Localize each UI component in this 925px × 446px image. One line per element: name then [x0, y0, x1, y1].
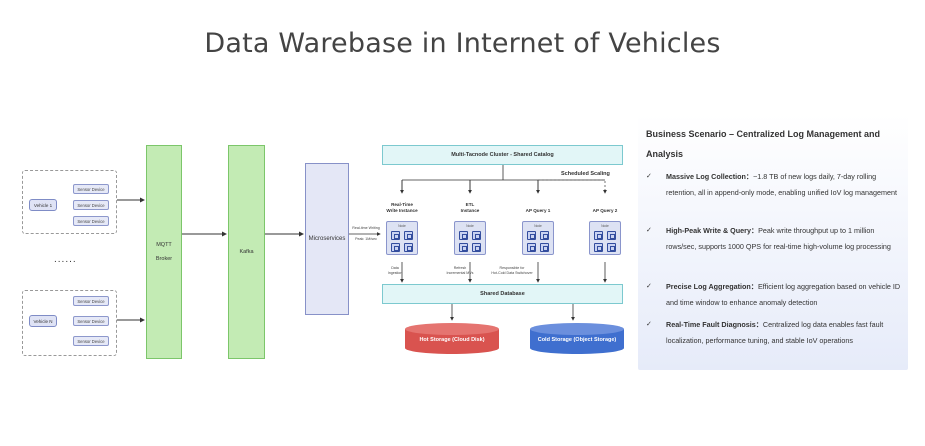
checkmark-icon: ✓	[646, 283, 652, 290]
ingest-note: Real-time Writing	[346, 226, 386, 231]
chip-icon	[527, 231, 536, 240]
ingest-line-2: Peak: 1M/sec	[355, 237, 377, 241]
chip-icon	[540, 243, 549, 252]
chip-icon	[459, 231, 468, 240]
ingest-line-1: Real-time Writing	[352, 226, 380, 230]
compute-node-etl: Node	[454, 221, 486, 255]
chip-icon	[404, 243, 413, 252]
compute-node-rt: Node	[386, 221, 418, 255]
microservices-label: Microservices	[308, 236, 346, 242]
cold-storage-label: Cold Storage (Object Storage)	[537, 337, 617, 343]
cluster-label: Multi-Tacnode Cluster - Shared Catalog	[451, 152, 554, 158]
kafka: Kafka	[228, 145, 265, 359]
scenario-item: ✓ High-Peak Write & Query：Peak write thr…	[646, 223, 904, 255]
chip-icon	[391, 243, 400, 252]
checkmark-icon: ✓	[646, 227, 652, 234]
business-scenario-panel: Business Scenario – Centralized Log Mana…	[638, 114, 908, 370]
sensor-device: Sensor Device	[73, 336, 109, 346]
compute-node-ap1: Node	[522, 221, 554, 255]
chip-icon	[594, 243, 603, 252]
ingest-peak-note: Peak: 1M/sec	[346, 237, 386, 242]
sensor-device: Sensor Device	[73, 216, 109, 226]
page-title: Data Warebase in Internet of Vehicles	[204, 28, 721, 59]
chip-icon	[391, 231, 400, 240]
chip-icon	[472, 243, 481, 252]
shared-database: Shared Database	[382, 284, 623, 304]
shared-db-label: Shared Database	[480, 291, 525, 297]
cold-storage-cylinder	[530, 323, 624, 354]
broker-label: Broker	[155, 256, 173, 262]
chip-icon	[527, 243, 536, 252]
chip-icon	[459, 243, 468, 252]
checkmark-icon: ✓	[646, 173, 652, 180]
chip-icon	[472, 231, 481, 240]
ellipsis: ......	[54, 254, 77, 265]
scheduled-scaling-label: Scheduled Scaling	[561, 171, 610, 177]
scenario-item: ✓ Real-Time Fault Diagnosis：Centralized …	[646, 317, 904, 349]
checkmark-icon: ✓	[646, 321, 652, 328]
sensor-device: Sensor Device	[73, 296, 109, 306]
vehicle-1: Vehicle 1	[29, 199, 57, 211]
sensor-device: Sensor Device	[73, 316, 109, 326]
sensor-device: Sensor Device	[73, 200, 109, 210]
microservices: Microservices	[305, 163, 349, 315]
kafka-label: Kafka	[239, 249, 254, 255]
scenario-item: ✓ Massive Log Collection：~1.8 TB of new …	[646, 169, 904, 201]
chip-icon	[540, 231, 549, 240]
chip-icon	[607, 243, 616, 252]
hot-storage-label: Hot Storage (Cloud Disk)	[419, 337, 485, 343]
compute-node-ap2: Node	[589, 221, 621, 255]
mqtt-broker: MQTT Broker	[146, 145, 182, 359]
scenario-item: ✓ Precise Log Aggregation：Efficient log …	[646, 279, 904, 311]
mqtt-label: MQTT	[156, 242, 172, 248]
chip-icon	[607, 231, 616, 240]
hot-storage-cylinder	[405, 323, 499, 354]
tacnode-cluster: Multi-Tacnode Cluster - Shared Catalog	[382, 145, 623, 165]
panel-title: Business Scenario – Centralized Log Mana…	[646, 129, 881, 159]
chip-icon	[404, 231, 413, 240]
instance-label-ap2: AP Query 2	[592, 208, 618, 213]
vehicle-n: Vehicle N	[29, 315, 57, 327]
sensor-device: Sensor Device	[73, 184, 109, 194]
instance-label-ap1: AP Query 1	[525, 208, 551, 213]
chip-icon	[594, 231, 603, 240]
